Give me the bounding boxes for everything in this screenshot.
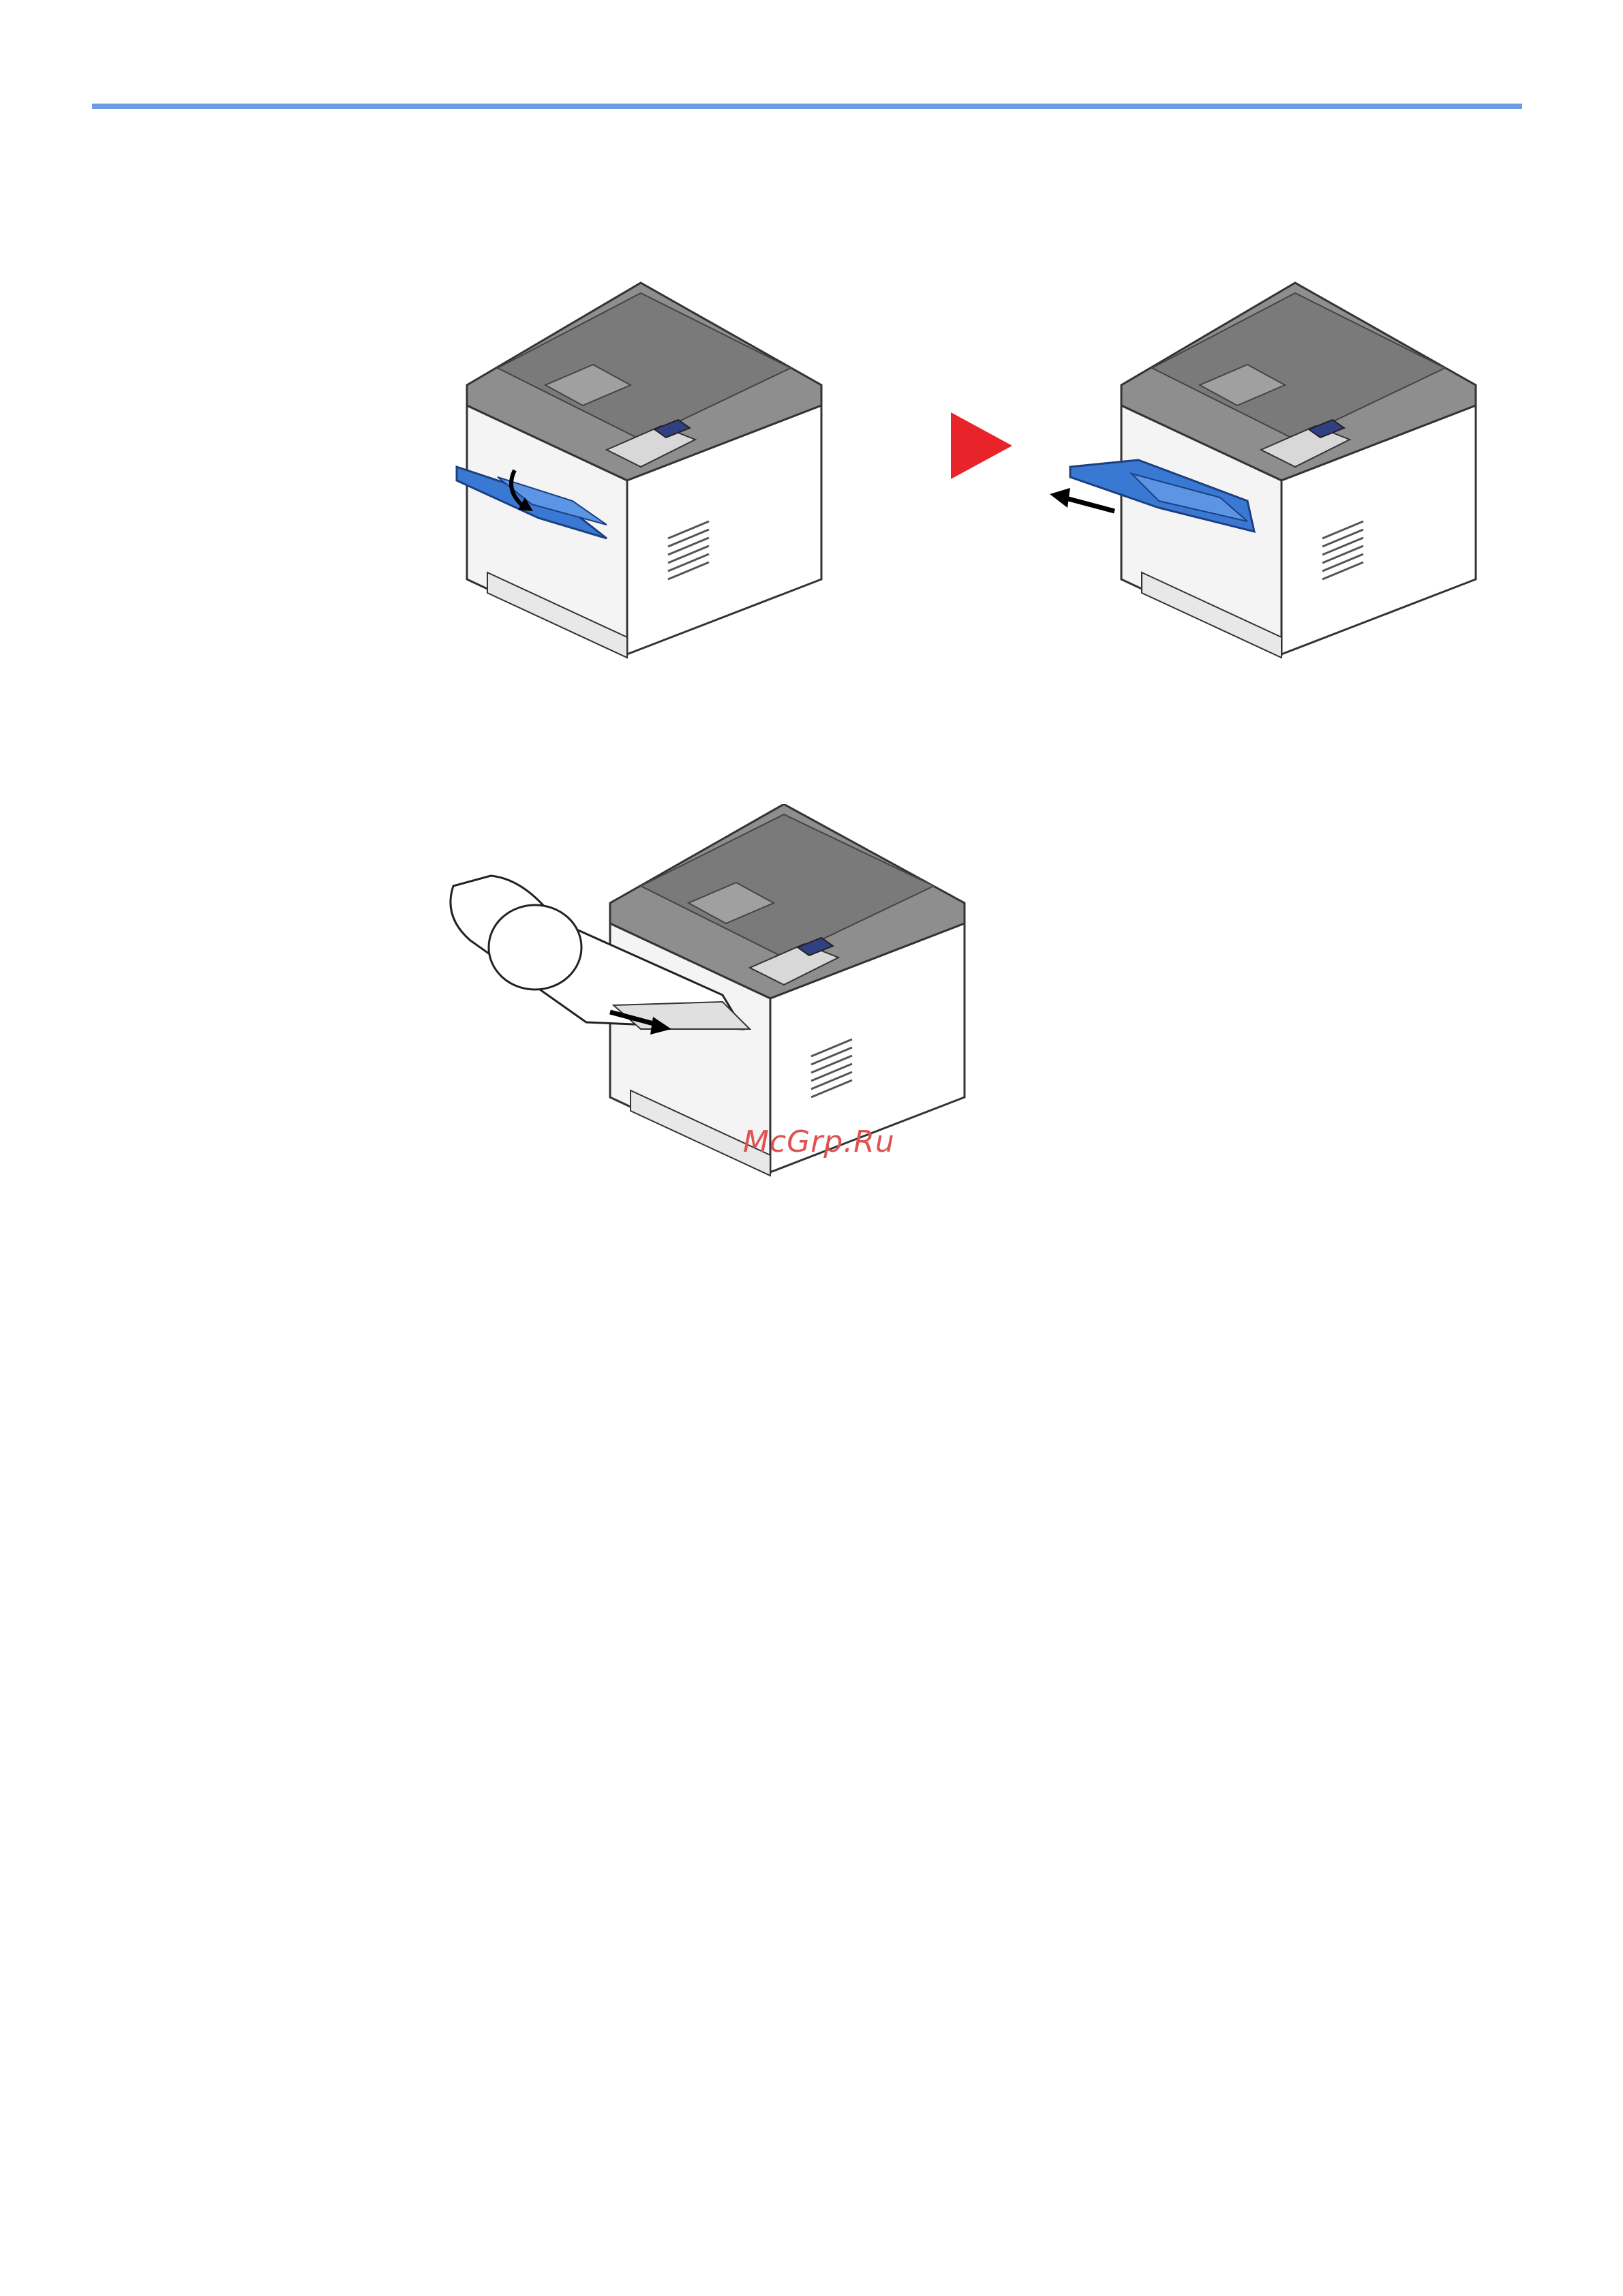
printer-open-mp-tray-figure — [436, 273, 832, 668]
printer-illustration-2 — [1050, 273, 1486, 668]
red-triangle-arrow-icon — [951, 412, 1012, 479]
header-rule — [92, 104, 1522, 109]
printer-extend-mp-tray-figure — [1050, 273, 1486, 668]
watermark-text: McGrp.Ru — [743, 1124, 895, 1159]
printer-illustration-1 — [436, 273, 832, 668]
